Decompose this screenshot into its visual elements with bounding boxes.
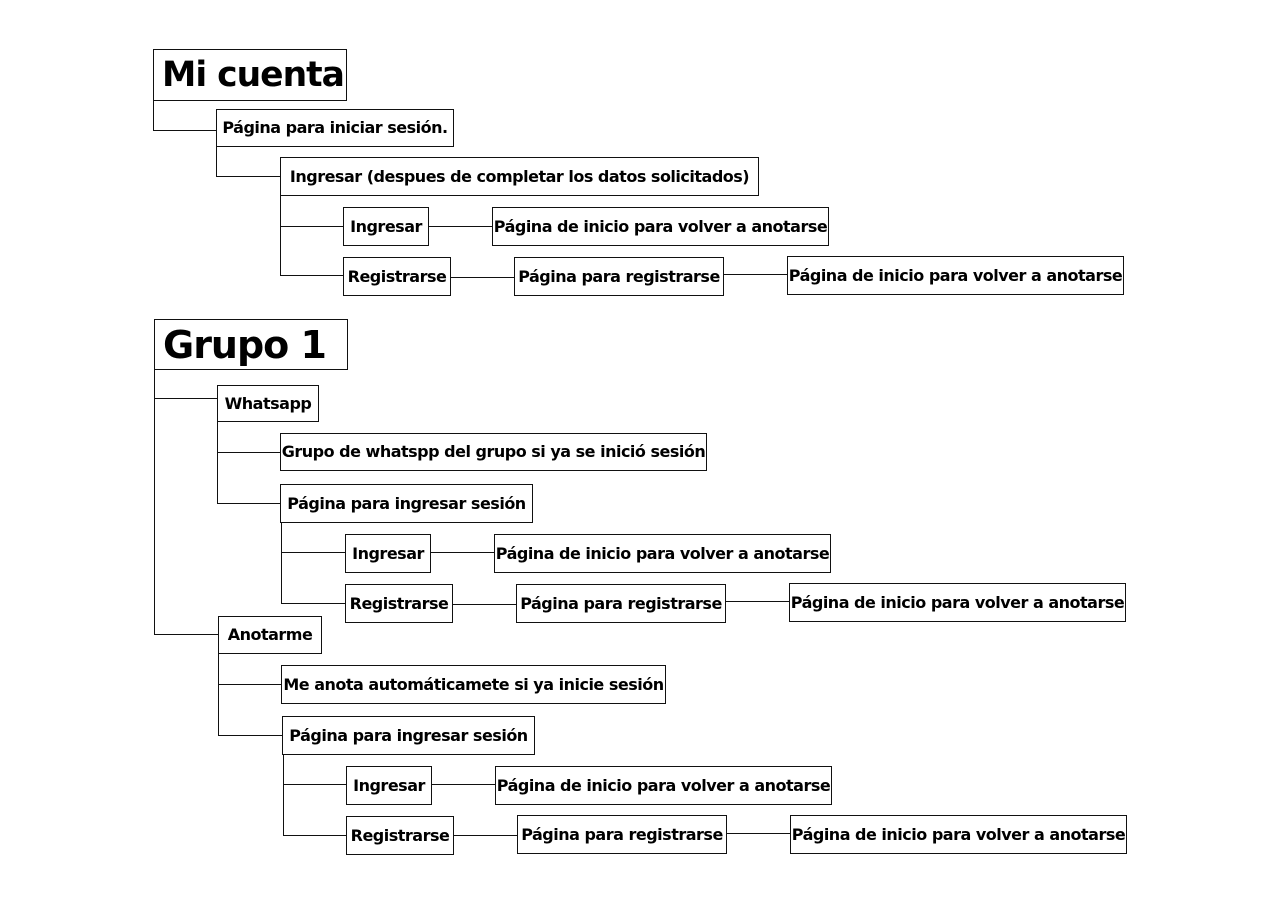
whatsapp-ingresar-target-node: Página de inicio para volver a anotarse	[494, 534, 831, 573]
connector	[217, 503, 281, 504]
anotarme-if-logged-node: Me anota automáticamete si ya inicie ses…	[281, 665, 666, 704]
connector	[154, 634, 219, 635]
connector	[280, 195, 281, 276]
mi-cuenta-ingresar-despues-node: Ingresar (despues de completar los datos…	[280, 157, 759, 196]
anotarme-node: Anotarme	[218, 616, 322, 654]
connector	[453, 835, 518, 836]
connector	[218, 684, 282, 685]
whatsapp-node: Whatsapp	[217, 385, 319, 422]
connector	[153, 100, 154, 131]
anotarme-register-page-node: Página para registrarse	[517, 815, 727, 854]
connector	[280, 226, 344, 227]
connector	[452, 604, 517, 605]
connector	[280, 275, 344, 276]
whatsapp-if-logged-node: Grupo de whatspp del grupo si ya se inic…	[280, 433, 707, 471]
mi-cuenta-register-target-node: Página de inicio para volver a anotarse	[787, 256, 1124, 295]
anotarme-ingresar-node: Ingresar	[346, 766, 432, 805]
connector	[428, 226, 493, 227]
mi-cuenta-ingresar-target-node: Página de inicio para volver a anotarse	[492, 207, 829, 246]
connector	[723, 274, 788, 275]
connector	[217, 421, 218, 504]
connector	[154, 369, 155, 635]
grupo-1-title: Grupo 1	[154, 319, 348, 370]
mi-cuenta-login-page-node: Página para iniciar sesión.	[216, 109, 454, 147]
connector	[283, 754, 284, 836]
whatsapp-register-page-node: Página para registrarse	[516, 584, 726, 623]
mi-cuenta-registrarse-node: Registrarse	[343, 257, 451, 296]
whatsapp-registrarse-node: Registrarse	[345, 584, 453, 623]
whatsapp-login-page-node: Página para ingresar sesión	[280, 484, 533, 523]
mi-cuenta-register-page-node: Página para registrarse	[514, 257, 724, 296]
connector	[153, 130, 217, 131]
whatsapp-register-target-node: Página de inicio para volver a anotarse	[789, 583, 1126, 622]
anotarme-registrarse-node: Registrarse	[346, 816, 454, 855]
whatsapp-ingresar-node: Ingresar	[345, 534, 431, 573]
connector	[450, 277, 515, 278]
connector	[283, 784, 347, 785]
connector	[216, 146, 217, 177]
connector	[283, 835, 347, 836]
connector	[725, 601, 790, 602]
connector	[281, 603, 346, 604]
connector	[218, 653, 219, 736]
connector	[216, 176, 280, 177]
mi-cuenta-ingresar-node: Ingresar	[343, 207, 429, 246]
anotarme-register-target-node: Página de inicio para volver a anotarse	[790, 815, 1127, 854]
connector	[154, 398, 218, 399]
connector	[217, 452, 281, 453]
anotarme-ingresar-target-node: Página de inicio para volver a anotarse	[495, 766, 832, 805]
connector	[431, 784, 496, 785]
connector	[218, 735, 282, 736]
connector	[281, 522, 282, 604]
connector	[430, 552, 495, 553]
connector	[726, 833, 791, 834]
mi-cuenta-title: Mi cuenta	[153, 49, 347, 101]
anotarme-login-page-node: Página para ingresar sesión	[282, 716, 535, 755]
connector	[281, 552, 345, 553]
